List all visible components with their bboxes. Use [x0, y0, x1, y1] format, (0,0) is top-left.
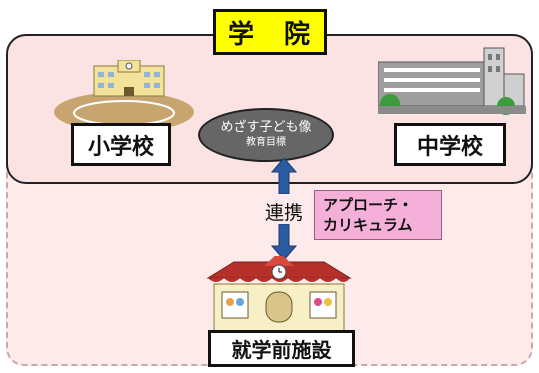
up-arrow-icon — [271, 158, 297, 194]
preschool-label: 就学前施設 — [208, 330, 355, 367]
junior-high-school-label: 中学校 — [394, 123, 506, 166]
goal-image-text: めざす子ども像 — [220, 120, 312, 135]
elementary-school-label: 小学校 — [71, 123, 171, 166]
goals-ellipse: めざす子ども像 教育目標 — [198, 108, 334, 162]
curriculum-text: カリキュラム — [323, 216, 413, 234]
approach-text: アプローチ・ — [323, 196, 414, 214]
approach-curriculum-box: アプローチ・ カリキュラム — [314, 190, 442, 240]
junior-high-school-illustration — [378, 47, 526, 115]
down-arrow-icon — [271, 224, 297, 260]
education-goal-text: 教育目標 — [246, 137, 286, 148]
link-label: 連携 — [264, 202, 303, 224]
title-label: 学 院 — [213, 9, 327, 55]
